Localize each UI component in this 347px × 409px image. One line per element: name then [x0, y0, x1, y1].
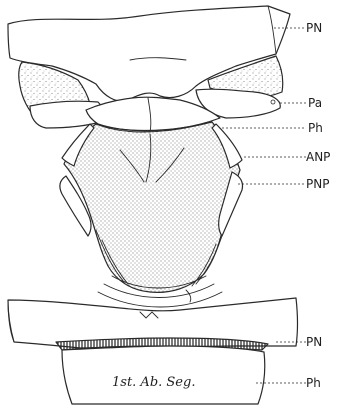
label-ph-top: Ph	[308, 121, 323, 135]
label-ph-bottom: Ph	[306, 376, 321, 390]
label-pn-top: PN	[306, 21, 322, 35]
label-anp: ANP	[306, 150, 330, 164]
label-pnp: PNP	[306, 177, 329, 191]
notum-body	[64, 122, 240, 292]
label-pa: Pa	[308, 96, 322, 110]
label-pn-bottom: PN	[306, 335, 322, 349]
segment-label: 1st. Ab. Seg.	[112, 375, 195, 390]
